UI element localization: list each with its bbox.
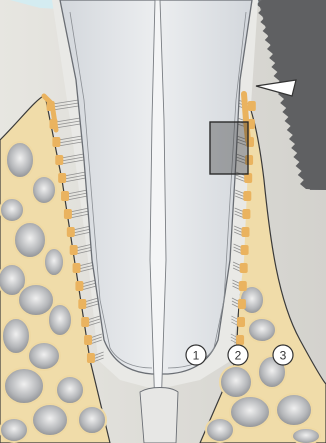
sharpey-insertion bbox=[238, 299, 246, 309]
sharpey-insertion bbox=[58, 173, 66, 183]
marrow-space bbox=[32, 404, 68, 436]
sharpey-insertion bbox=[78, 299, 86, 309]
marrow-space bbox=[248, 318, 276, 342]
marrow-space bbox=[14, 222, 46, 258]
sharpey-insertion bbox=[248, 101, 256, 111]
marrow-space bbox=[4, 368, 44, 404]
callout-2: 2 bbox=[228, 345, 248, 365]
sharpey-insertion bbox=[236, 335, 244, 345]
sharpey-insertion bbox=[239, 281, 247, 291]
marrow-space bbox=[220, 366, 252, 398]
sharpey-insertion bbox=[240, 263, 248, 273]
sharpey-insertion bbox=[61, 191, 69, 201]
sharpey-insertion bbox=[237, 317, 245, 327]
sharpey-insertion bbox=[75, 281, 83, 291]
marrow-space bbox=[276, 394, 312, 426]
marrow-space bbox=[0, 418, 28, 442]
marrow-space bbox=[48, 304, 72, 336]
sharpey-insertion bbox=[73, 263, 81, 273]
magnifier-box-icon bbox=[210, 122, 248, 174]
marrow-space bbox=[18, 284, 54, 316]
sharpey-insertion bbox=[70, 245, 78, 255]
marrow-space bbox=[6, 142, 34, 178]
sharpey-insertion bbox=[242, 209, 250, 219]
marrow-space bbox=[206, 418, 234, 442]
marrow-space bbox=[32, 176, 56, 204]
sharpey-insertion bbox=[67, 227, 75, 237]
marrow-space bbox=[230, 396, 270, 428]
sharpey-insertion bbox=[55, 155, 63, 165]
callout-3: 3 bbox=[273, 345, 293, 365]
marrow-space bbox=[78, 406, 106, 434]
callout-label: 3 bbox=[280, 349, 287, 363]
sharpey-insertion bbox=[243, 191, 251, 201]
sharpey-insertion bbox=[87, 353, 95, 363]
sharpey-insertion bbox=[81, 317, 89, 327]
callout-1: 1 bbox=[186, 345, 206, 365]
sharpey-insertion bbox=[64, 209, 72, 219]
callout-label: 1 bbox=[193, 349, 200, 363]
marrow-space bbox=[292, 428, 320, 443]
marrow-space bbox=[44, 248, 64, 276]
marrow-space bbox=[2, 318, 30, 354]
sharpey-insertion bbox=[241, 245, 249, 255]
sharpey-insertion bbox=[242, 227, 250, 237]
marrow-space bbox=[28, 342, 60, 370]
apical-foramen bbox=[140, 388, 178, 443]
marrow-space bbox=[56, 376, 84, 404]
callout-label: 2 bbox=[235, 349, 242, 363]
sharpey-insertion bbox=[52, 137, 60, 147]
marrow-space bbox=[0, 198, 24, 222]
sharpey-insertion bbox=[84, 335, 92, 345]
